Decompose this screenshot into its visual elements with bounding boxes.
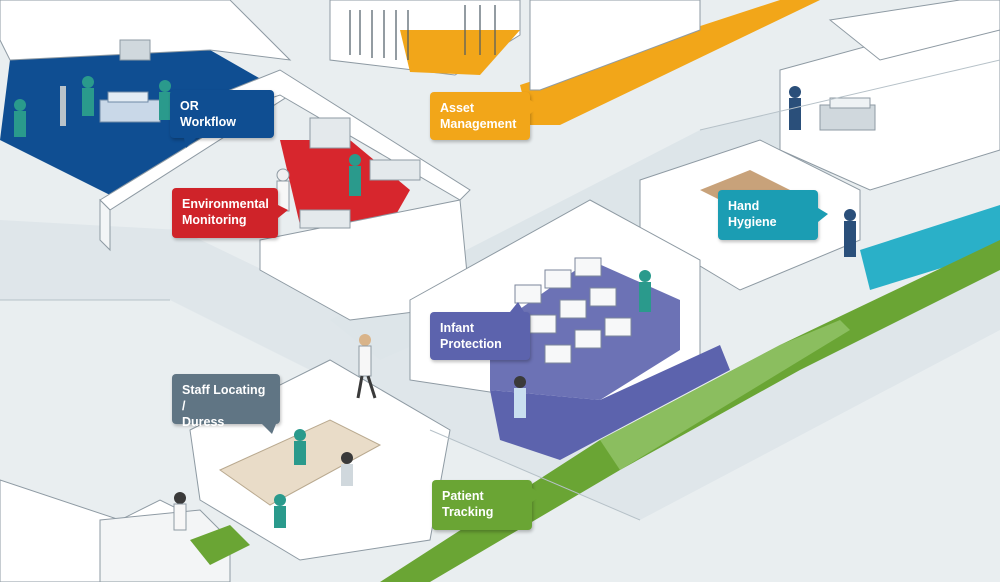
bottom-offices bbox=[0, 479, 250, 582]
infant-protection-line2: Protection bbox=[440, 337, 502, 351]
asset-management-line2: Management bbox=[440, 117, 517, 131]
patient-tracking-line1: Patient bbox=[442, 489, 484, 503]
tracking-path-light bbox=[600, 320, 850, 470]
asset-management-line1: Asset bbox=[440, 101, 475, 115]
or-workflow-callout[interactable]: OR Workflow bbox=[170, 90, 274, 138]
infant-protection-callout[interactable]: Infant Protection bbox=[430, 312, 530, 360]
or-workflow-line1: OR bbox=[180, 99, 199, 113]
infant-protection-line1: Infant bbox=[440, 321, 475, 335]
patient-tracking-callout[interactable]: Patient Tracking bbox=[432, 480, 532, 530]
environmental-monitoring-line1: Environmental bbox=[182, 197, 269, 211]
asset-management-callout[interactable]: Asset Management bbox=[430, 92, 530, 140]
staff-locating-callout[interactable]: Staff Locating / Duress bbox=[172, 374, 280, 429]
staff-locating-line1: Staff Locating / bbox=[182, 383, 266, 413]
hand-hygiene-callout[interactable]: Hand Hygiene bbox=[718, 190, 818, 240]
hand-hygiene-line1: Hand bbox=[728, 199, 760, 213]
staff-locating-line2: Duress bbox=[182, 415, 225, 429]
main-corridor bbox=[0, 220, 1000, 520]
or-workflow-line2: Workflow bbox=[180, 115, 237, 129]
patient-tracking-line2: Tracking bbox=[442, 505, 494, 519]
asset-room bbox=[329, 0, 820, 125]
environmental-monitoring-callout[interactable]: Environmental Monitoring bbox=[172, 188, 278, 238]
environmental-monitoring-line2: Monitoring bbox=[182, 213, 247, 227]
walking-clinician bbox=[356, 334, 377, 399]
hand-hygiene-line2: Hygiene bbox=[728, 215, 777, 229]
